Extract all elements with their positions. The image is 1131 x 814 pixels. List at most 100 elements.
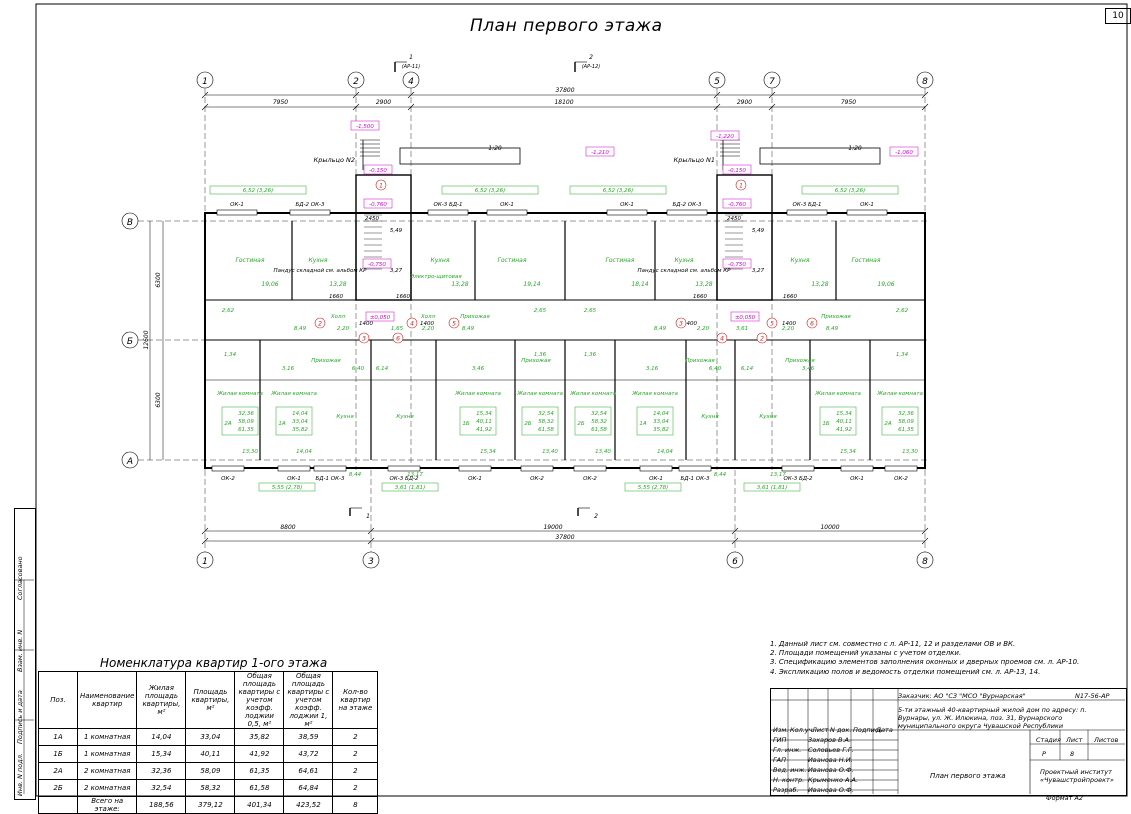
level-marker [365, 311, 395, 322]
dim-bottom: 19000 [543, 524, 562, 531]
room-area: 13,28 [329, 281, 346, 288]
apartment-room-name: Кухня [396, 414, 414, 420]
tb-head-list: Лист [812, 726, 829, 734]
stair-core [716, 174, 773, 301]
room-area: 19,14 [523, 281, 540, 288]
table-cell: 14,04 [136, 728, 187, 746]
role-gip: ГИП [773, 736, 787, 744]
name-gip: Захаров В.А. [808, 736, 852, 744]
stamp-inv-num: Инв. N подл. [16, 753, 24, 796]
room-mark-num: 2 [318, 321, 322, 328]
small-dim: 3,27 [390, 268, 403, 274]
level-value: -0,760 [369, 202, 387, 208]
dim-tick [352, 91, 360, 99]
apartment-area: 61,58 [591, 427, 607, 433]
tb-head-sign: Подпись [853, 726, 883, 734]
small-dim: 3,27 [752, 268, 765, 274]
apartment-area-box [275, 406, 313, 436]
room-mark-num: 2 [760, 336, 764, 343]
window-label-bottom: ОК-2 [530, 476, 544, 482]
axis-label-top: 5 [714, 77, 720, 87]
corridor-label: Холл [420, 314, 436, 320]
small-dim: 1660 [693, 294, 707, 300]
balcony-bottom [381, 482, 439, 492]
apartment-area-box [521, 406, 559, 436]
apartment-type: 1А [278, 421, 285, 427]
window-top [846, 209, 888, 216]
apartment-room-name: Кухня [336, 414, 354, 420]
room-area: 19,06 [261, 281, 278, 288]
section-ref: (АР-12) [582, 64, 601, 70]
apartment-area: 14,04 [292, 411, 308, 417]
room-mark-circle [756, 332, 768, 344]
level-marker [585, 146, 615, 157]
apartment-room-name: Жилая комната [814, 391, 861, 397]
apartment-room-name: Жилая комната [876, 391, 923, 397]
section-ref: (АР-11) [402, 64, 421, 70]
dim-tick [407, 91, 415, 99]
room-area-bottom: 13,17 [407, 472, 423, 478]
axis-label-top: 2 [353, 77, 359, 87]
tb-head-izm: Изм. [773, 726, 789, 734]
room-area-bottom: 13,30 [242, 449, 258, 455]
table-cell: Всего на этаже: [76, 796, 138, 814]
room-area-bottom: 13,40 [542, 449, 558, 455]
room-mark-circle [735, 179, 747, 191]
mid-area: 2,65 [534, 308, 547, 314]
level-value: -1,220 [716, 134, 734, 140]
room-name: Кухня [431, 257, 450, 264]
note-3: 3. Спецификацию элементов заполнения око… [770, 658, 1080, 667]
room-mark-circle [806, 317, 818, 329]
level-marker [722, 164, 752, 175]
sheets-head: Листов [1094, 736, 1119, 744]
table-row: 2А 2 комнатная 32,36 58,09 61,35 64,61 2 [38, 762, 379, 780]
balcony-area: 6,52 (3,26) [475, 188, 506, 194]
tb-head-doc: N док. [830, 726, 852, 734]
porch-slope: 1:20 [488, 145, 502, 152]
dim-tick [352, 103, 360, 111]
apartment-type: 2Б [524, 421, 531, 427]
apartment-area: 61,35 [898, 427, 914, 433]
small-dim: 6,40 [709, 366, 722, 372]
level-value: -1,500 [356, 124, 374, 130]
table-cell: 1 комнатная [76, 745, 138, 763]
window-top [216, 209, 258, 216]
window-label-bottom: ОК-3 БД-2 [783, 476, 813, 482]
table-cell: 58,32 [185, 779, 236, 797]
window-label-top: БД-2 ОК-3 [672, 202, 702, 208]
window-label-bottom: ОК-2 [583, 476, 597, 482]
corridor-label: Прихожая [821, 314, 851, 320]
axis-label-top: 8 [922, 77, 928, 87]
stair-note: Пандус складной см. альбом КР [274, 268, 368, 274]
level-value: -0,150 [369, 168, 387, 174]
room-mark-num: 4 [720, 336, 724, 343]
balcony-top [801, 185, 899, 195]
small-dim: 1400 [420, 321, 434, 327]
apartment-room-name: Кухня [759, 414, 777, 420]
small-dim: 3,16 [646, 366, 659, 372]
stamp-replace-inv: Взам. инв. N [16, 629, 24, 672]
dim-tick [768, 103, 776, 111]
small-dim: 1,36 [584, 352, 597, 358]
window-label-top: ОК-1 [500, 202, 514, 208]
corridor-label: Прихожая [311, 358, 341, 364]
apartment-room-name: Жилая комната [631, 391, 678, 397]
mid-area: 2,62 [222, 308, 235, 314]
table-cell: 33,04 [185, 728, 236, 746]
window-label-top: БД-2 ОК-3 [295, 202, 325, 208]
window-bottom [573, 465, 607, 472]
section-num: 1 [409, 54, 413, 61]
axis-bubble [196, 551, 214, 569]
column-header: Общая площадь квартиры с учетом коэфф. л… [234, 671, 285, 729]
role-gap: ГАП [773, 756, 786, 764]
apartment-area: 14,04 [653, 411, 669, 417]
dim-tick [921, 537, 929, 545]
name-glinzh: Соловьев Г.Г. [808, 746, 854, 754]
room-area-bottom: 15,34 [840, 449, 856, 455]
porch-slope: 1:20 [848, 145, 862, 152]
table-cell: 401,34 [234, 796, 285, 814]
general-notes: 1. Данный лист см. совместно с л. АР-11,… [770, 640, 1110, 677]
dim-tick [713, 91, 721, 99]
mid-area: 2,20 [697, 326, 710, 332]
room-mark-circle [358, 332, 370, 344]
